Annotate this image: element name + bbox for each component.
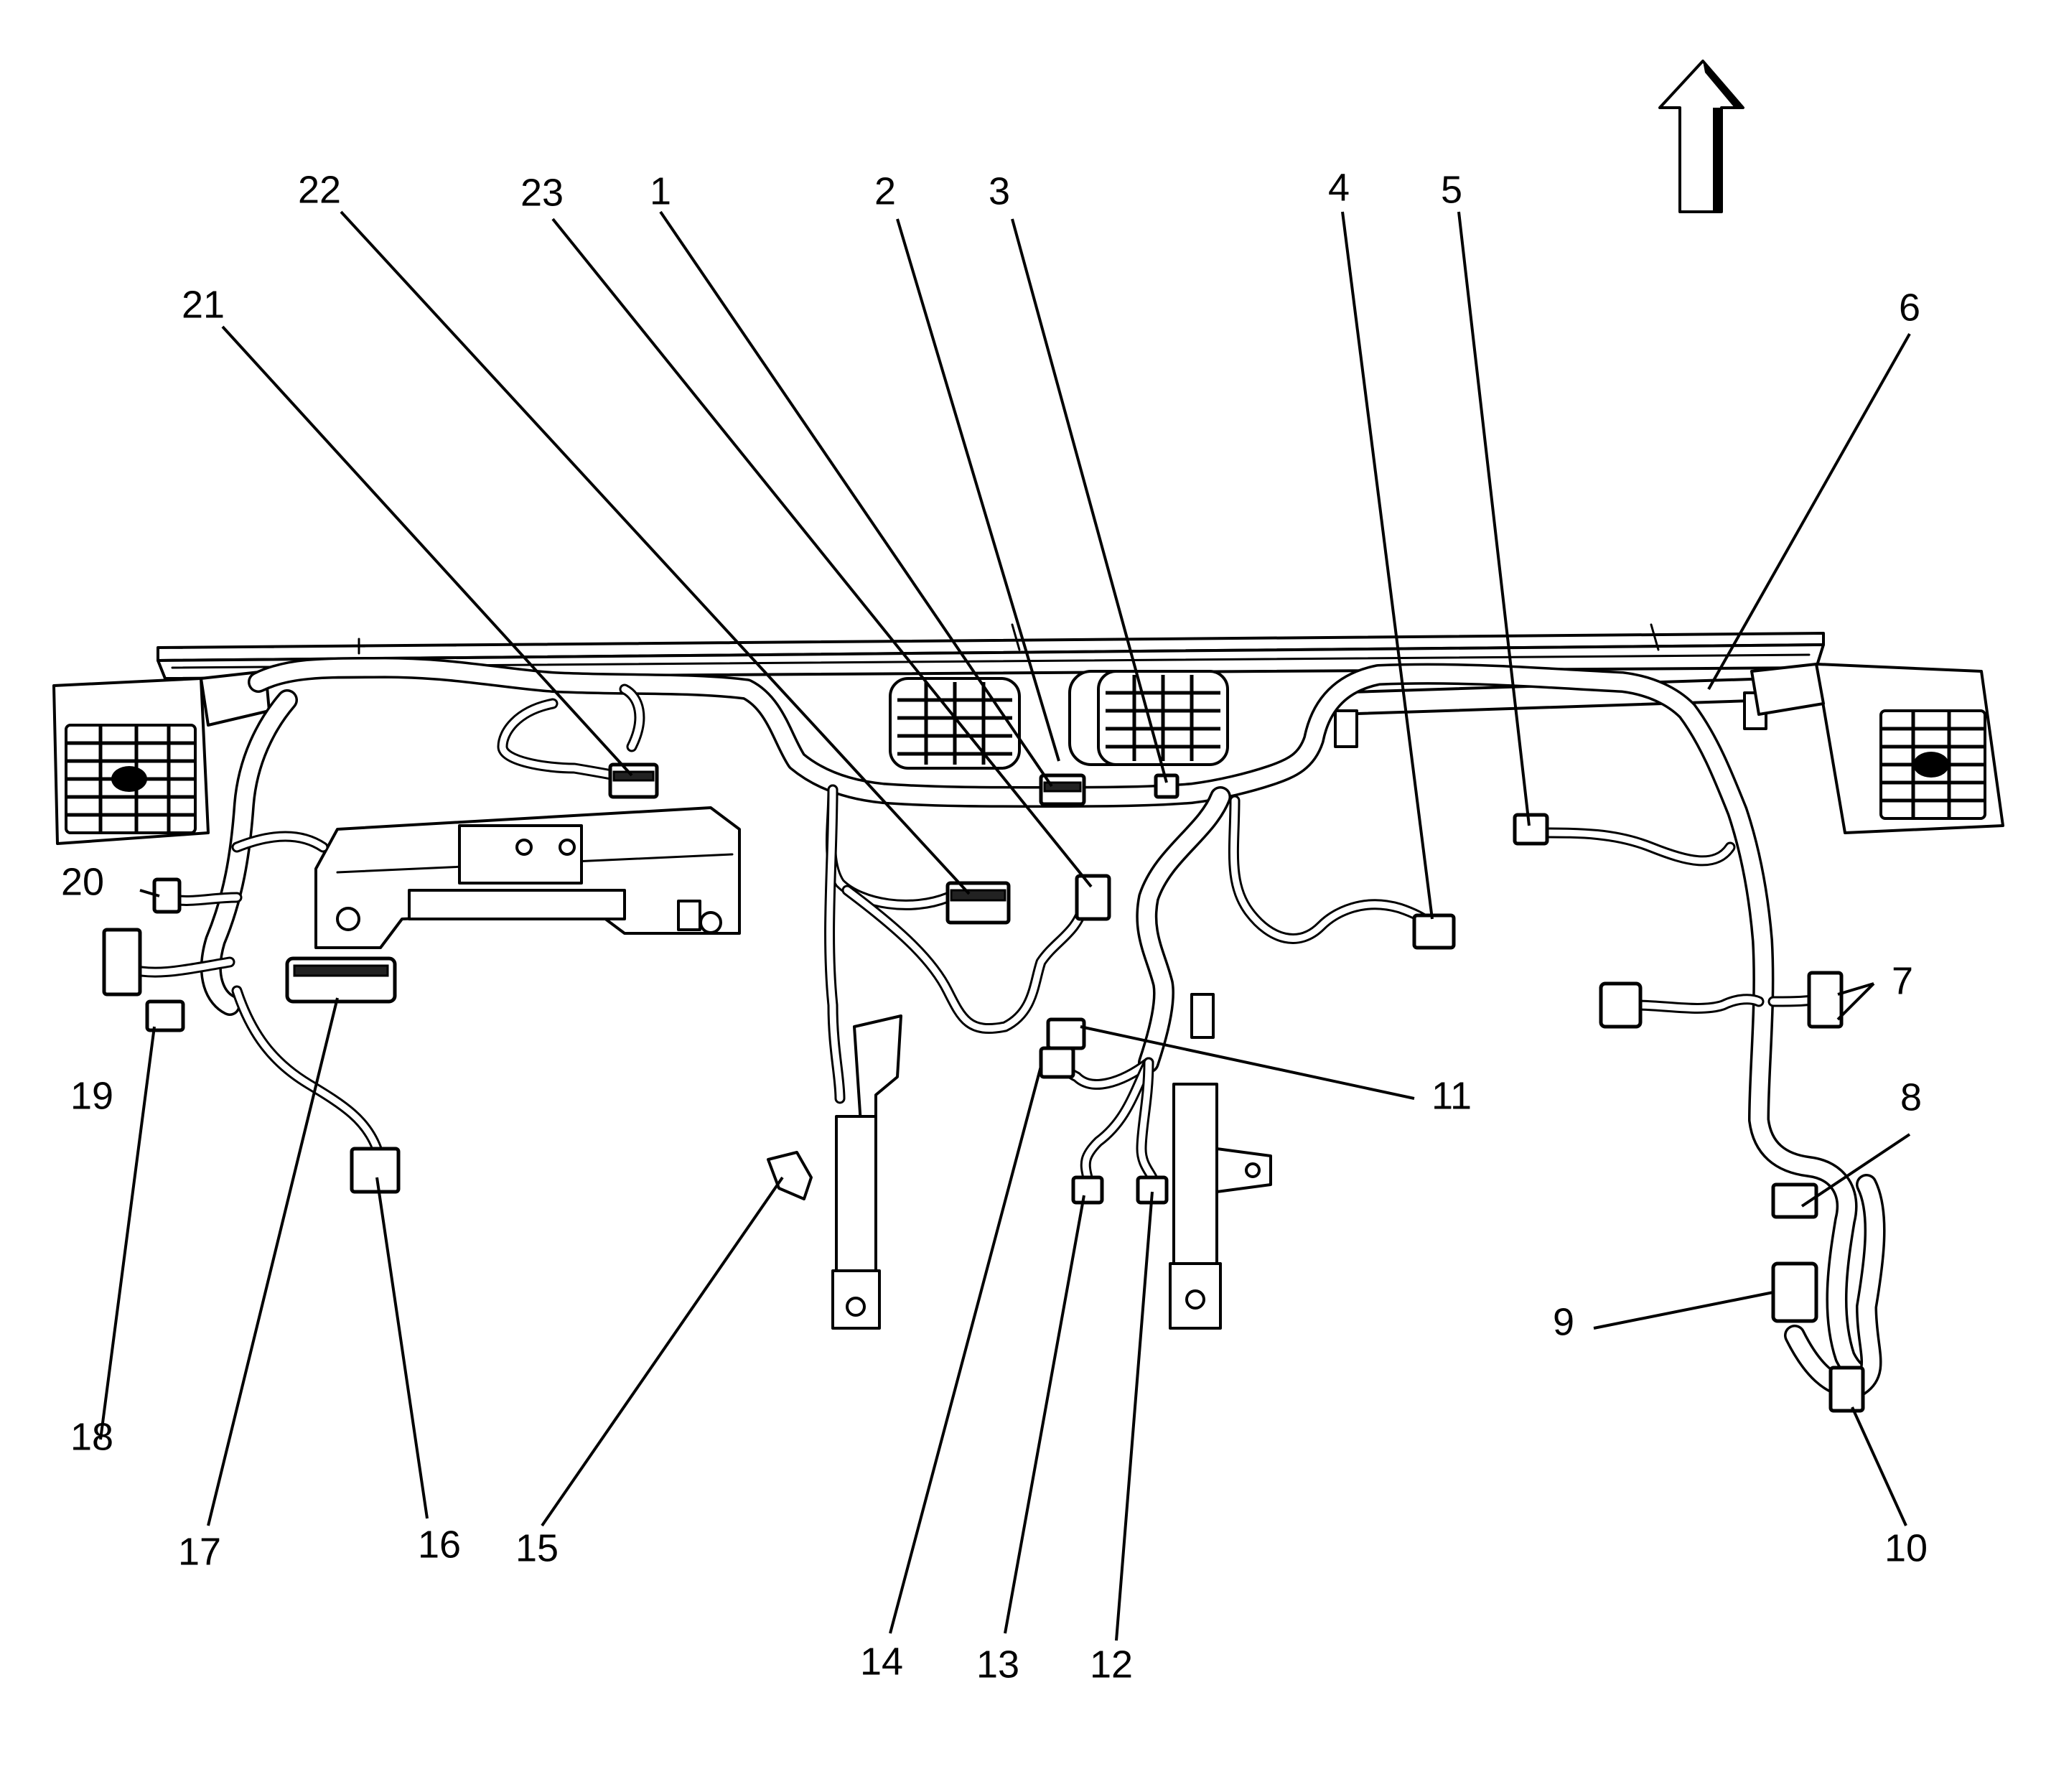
connectors bbox=[102, 762, 1865, 1413]
callout-7: 7 bbox=[1892, 959, 1913, 1002]
callout-3: 3 bbox=[989, 169, 1010, 213]
callout-12: 12 bbox=[1090, 1643, 1133, 1686]
callout-23: 23 bbox=[520, 171, 564, 214]
callout-10: 10 bbox=[1884, 1526, 1928, 1569]
callout-6: 6 bbox=[1899, 286, 1920, 329]
right-air-outlet bbox=[1750, 663, 2004, 834]
callout-20: 20 bbox=[61, 860, 104, 903]
callout-13: 13 bbox=[976, 1643, 1019, 1686]
callout-5: 5 bbox=[1441, 168, 1462, 211]
callout-14: 14 bbox=[860, 1640, 903, 1683]
center-air-outlets bbox=[889, 670, 1229, 770]
callout-11: 11 bbox=[1431, 1074, 1472, 1117]
callout-8: 8 bbox=[1900, 1075, 1922, 1119]
cluster-bracket bbox=[314, 806, 741, 949]
callout-labels: 1 2 3 4 5 6 7 8 9 10 11 12 13 14 15 16 1… bbox=[61, 166, 1928, 1686]
callout-17: 17 bbox=[178, 1530, 221, 1573]
callout-1: 1 bbox=[650, 169, 671, 213]
up-arrow-icon bbox=[1658, 60, 1744, 213]
leader-lines bbox=[99, 210, 1911, 1641]
callout-15: 15 bbox=[515, 1526, 559, 1569]
callout-2: 2 bbox=[874, 169, 896, 213]
callout-18: 18 bbox=[70, 1415, 113, 1458]
callout-9: 9 bbox=[1553, 1300, 1574, 1343]
right-steering-column-bracket bbox=[1169, 993, 1272, 1330]
callout-21: 21 bbox=[182, 283, 225, 326]
callout-16: 16 bbox=[418, 1523, 461, 1566]
left-air-outlet bbox=[52, 670, 271, 845]
main-wiring-harness bbox=[200, 656, 1886, 1398]
callout-4: 4 bbox=[1328, 166, 1350, 209]
callout-22: 22 bbox=[298, 168, 341, 211]
branch-wires bbox=[123, 683, 1829, 1183]
left-steering-column-bracket bbox=[767, 1014, 902, 1330]
callout-19: 19 bbox=[70, 1074, 113, 1117]
